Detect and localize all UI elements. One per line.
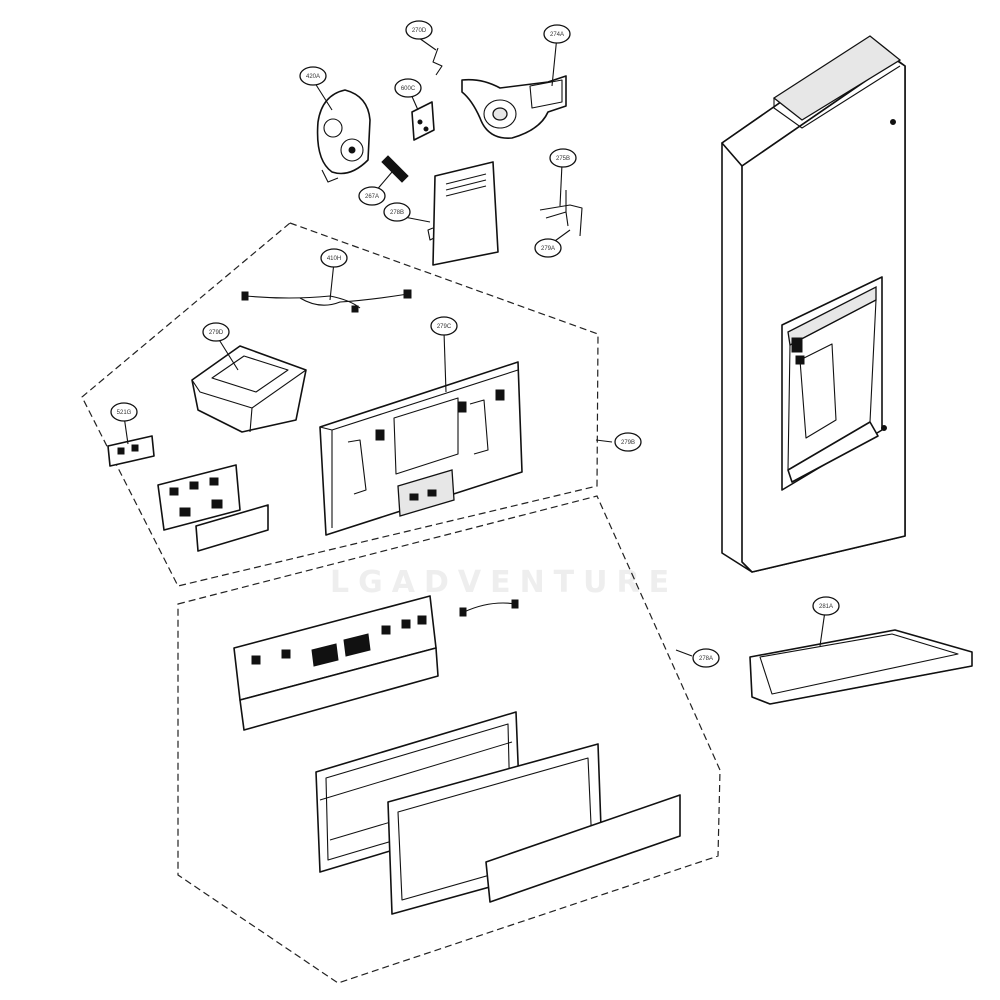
dispenser-tray-housing (191, 345, 307, 433)
callout-279A: 279A (534, 238, 562, 258)
callout-270D: 270D (405, 20, 433, 40)
lever-bracket (539, 190, 583, 237)
callout-code: 278B (390, 210, 404, 216)
callout-code: 274A (550, 32, 564, 38)
display-pcb (157, 464, 241, 531)
leader-lines (123, 35, 827, 657)
callout-bubble (614, 432, 642, 452)
callout-bubble (202, 322, 230, 342)
sensor-pcb (107, 435, 155, 467)
callout-code: 279B (621, 440, 635, 446)
callout-bubble (383, 202, 411, 222)
refrigerator-door (721, 35, 906, 573)
callout-code: 281A (819, 604, 833, 610)
lower-assembly-group-outline (177, 495, 721, 984)
callout-layer: 270D 274A 420A 600C 267A 278B 275B 279A 410H 279D… (110, 20, 840, 668)
callout-275B: 275B (549, 148, 577, 168)
solenoid-bracket (411, 101, 435, 141)
callout-code: 420A (306, 74, 320, 80)
callout-code: 279A (541, 246, 555, 252)
callout-521G: 521G (110, 402, 138, 422)
callout-279B: 279B (614, 432, 642, 452)
callout-code: 279C (437, 324, 452, 330)
spring-clip (432, 47, 443, 76)
callout-267A: 267A (358, 186, 386, 206)
callout-code: 278A (699, 656, 713, 662)
callout-bubble (299, 66, 327, 86)
dispenser-bezel-frame (749, 629, 973, 705)
callout-code: 600C (401, 86, 416, 92)
upper-assembly-group-outline (81, 222, 599, 587)
callout-279C: 279C (430, 316, 458, 336)
callout-420A: 420A (299, 66, 327, 86)
callout-bubble (110, 402, 138, 422)
callout-274A: 274A (543, 24, 571, 44)
watermark: LGADVENTURE (330, 565, 678, 600)
connector-cable (459, 599, 519, 617)
display-cover (195, 504, 269, 552)
callout-281A: 281A (812, 596, 840, 616)
control-board (233, 595, 439, 731)
callout-bubble (812, 596, 840, 616)
callout-bubble (405, 20, 433, 40)
callout-bubble (358, 186, 386, 206)
auger-motor-housing (316, 89, 371, 183)
callout-bubble (320, 248, 348, 268)
callout-bubble (534, 238, 562, 258)
callout-bubble (430, 316, 458, 336)
callout-code: 521G (117, 410, 132, 416)
wire-harness (241, 289, 412, 313)
callout-code: 267A (365, 194, 379, 200)
callout-code: 270D (412, 28, 427, 34)
main-control-panel-frame (319, 361, 523, 536)
callout-bubble (549, 148, 577, 168)
callout-410H: 410H (320, 248, 348, 268)
callout-bubble (543, 24, 571, 44)
callout-code: 410H (327, 256, 341, 262)
callout-279D: 279D (202, 322, 230, 342)
callout-278A: 278A (692, 648, 720, 668)
callout-code: 279D (209, 330, 224, 336)
callout-600C: 600C (394, 78, 422, 98)
foam-strip (381, 155, 409, 183)
callout-bubble (394, 78, 422, 98)
callout-278B: 278B (383, 202, 411, 222)
decor-strip (485, 794, 681, 903)
motor-assembly (461, 75, 567, 139)
callout-code: 275B (556, 156, 570, 162)
dispenser-flap (427, 161, 499, 266)
callout-bubble (692, 648, 720, 668)
